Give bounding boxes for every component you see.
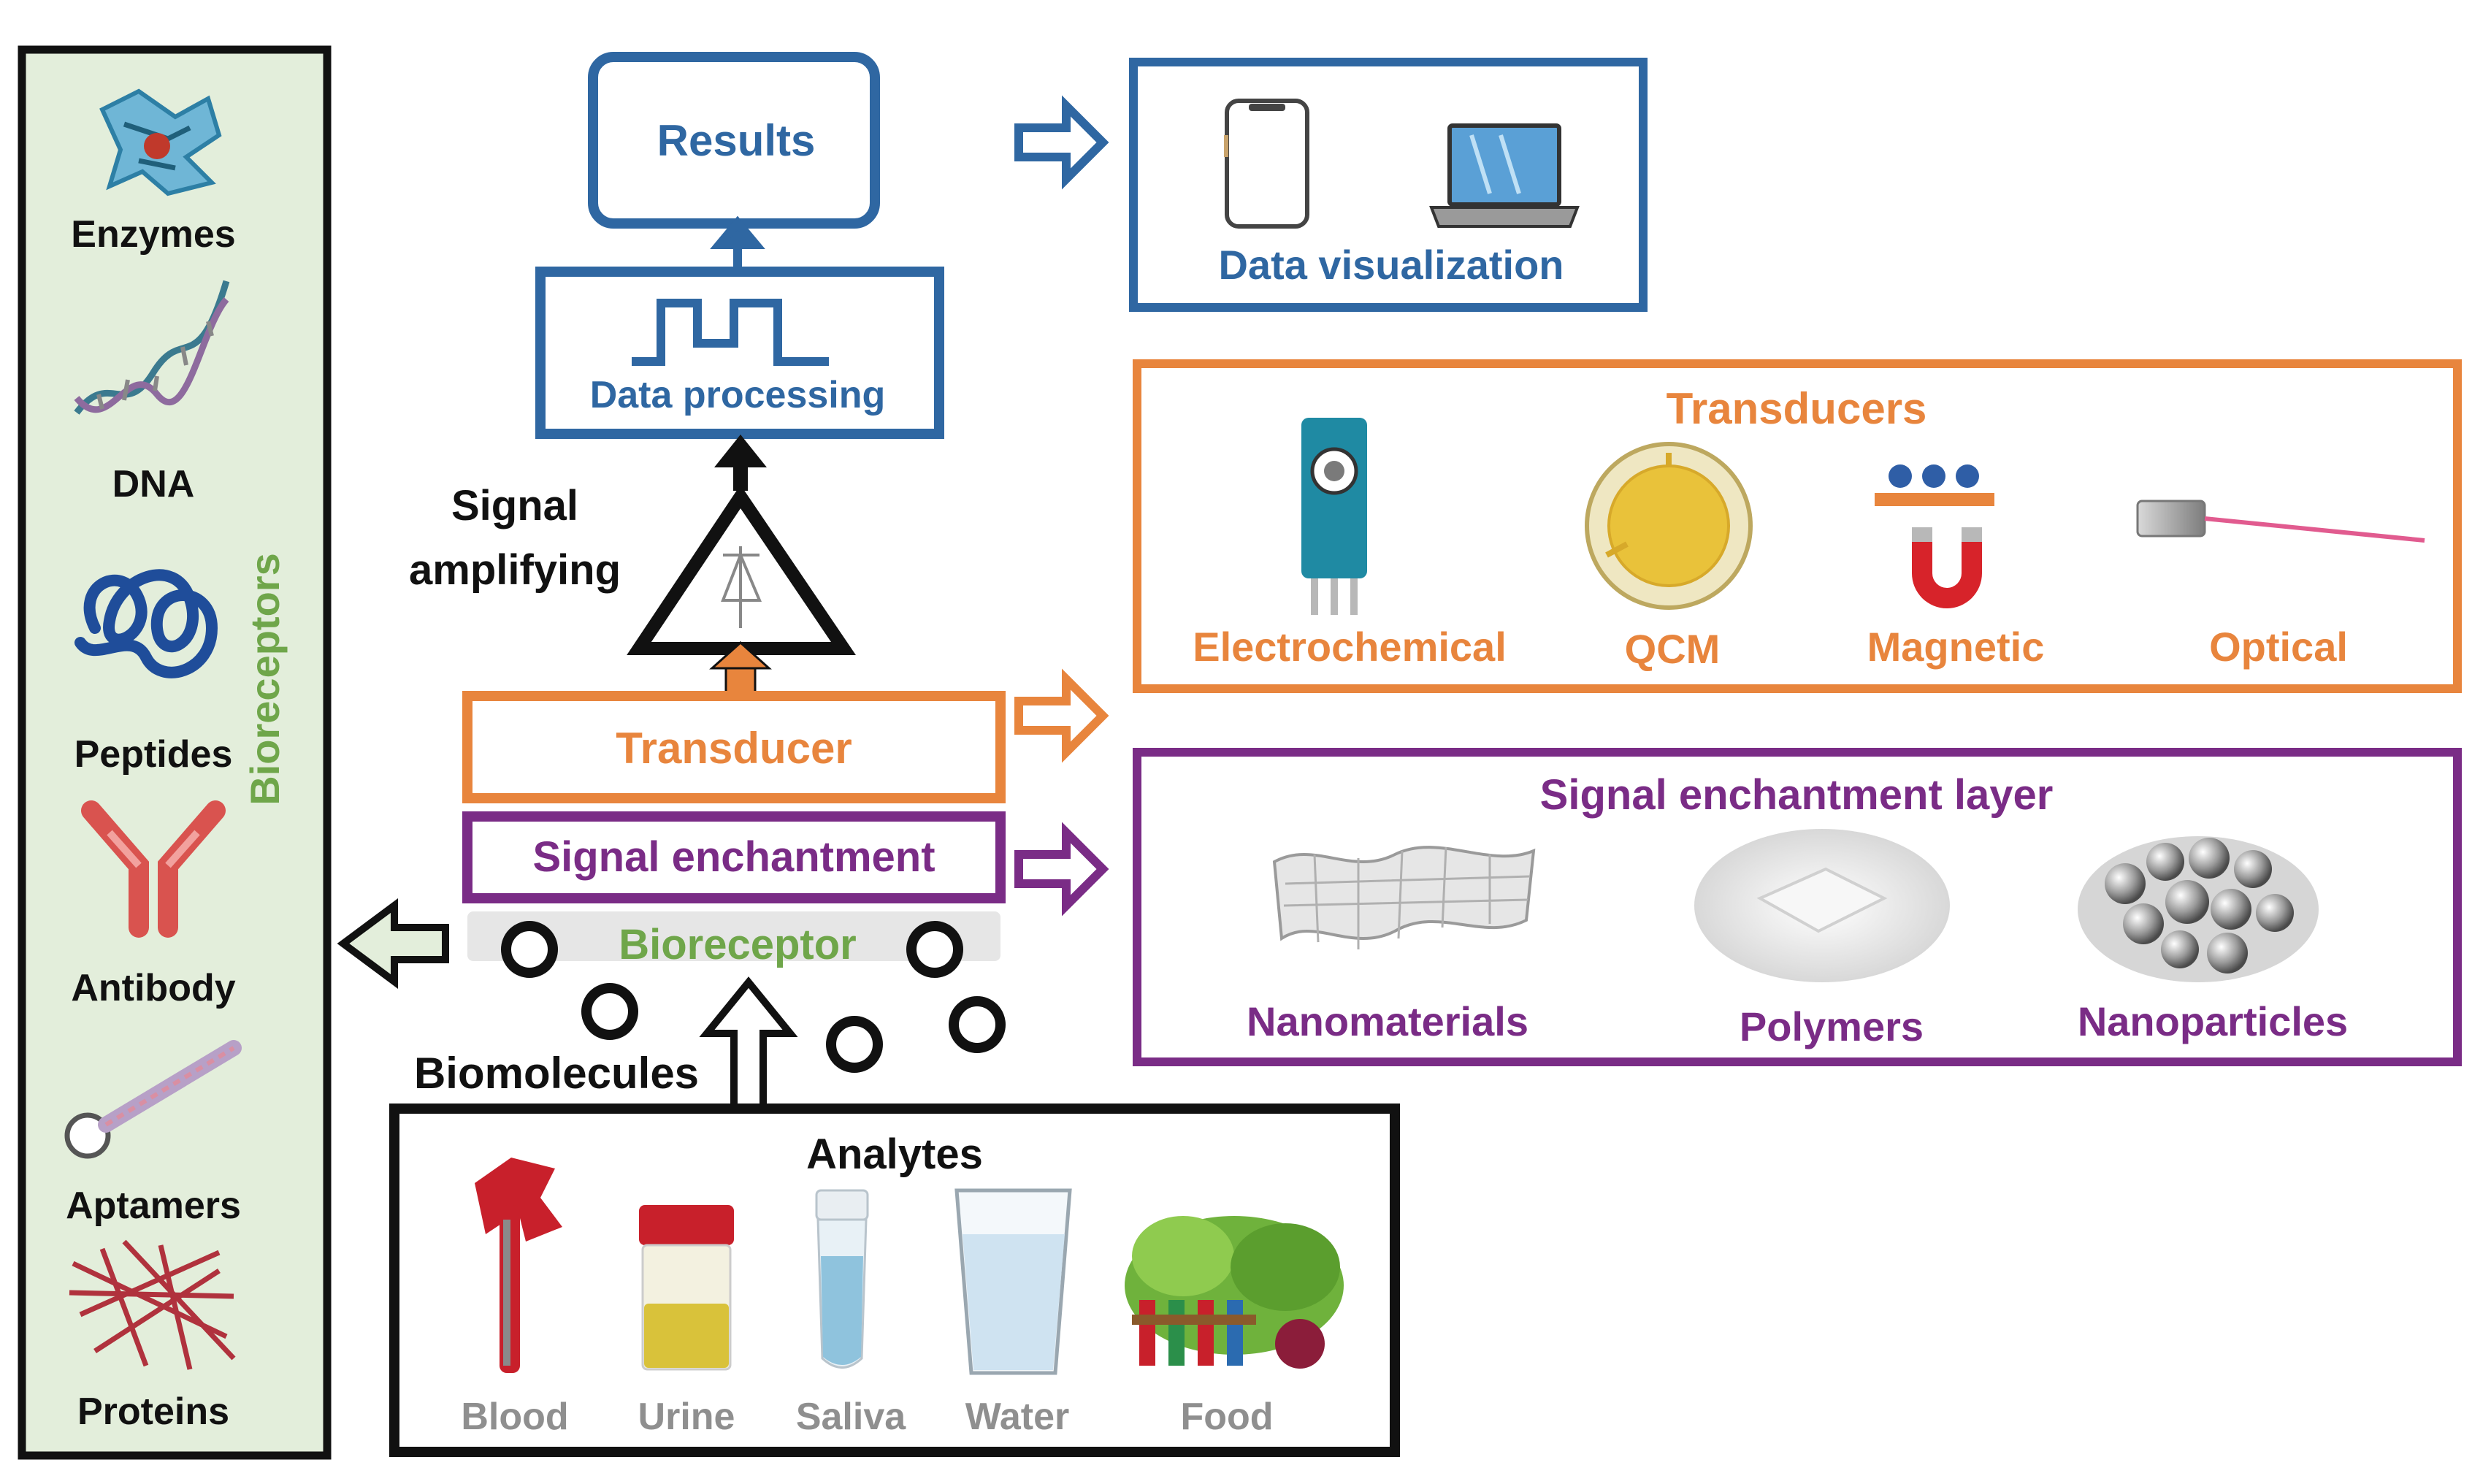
quartz-crystal-icon (1585, 442, 1753, 610)
urine-cup-icon (639, 1205, 734, 1371)
signal-amplifying-label-line1: Signal (451, 482, 578, 529)
saliva-tube-icon (815, 1189, 869, 1369)
data-visualization-title: Data visualization (1218, 242, 1564, 288)
results-label: Results (657, 116, 816, 165)
results-to-visualization-arrow (1014, 95, 1109, 190)
biomolecule-circles (501, 921, 1006, 1073)
bioreceptor-label-aptamers: Aptamers (66, 1185, 241, 1227)
nanoparticles-icon (2078, 836, 2319, 982)
analyte-label-water: Water (965, 1396, 1070, 1438)
bioreceptor-layer-label: Bioreceptor (619, 921, 857, 968)
bioreceptor-label-antibody: Antibody (71, 967, 235, 1009)
bioreceptors-panel: Bioreceptors Enzymes DNA Peptides Antibo… (18, 45, 332, 1460)
transducer-label: Transducer (616, 724, 852, 773)
laser-icon (2136, 500, 2425, 543)
signal-layer-label-nanoparticles: Nanoparticles (2078, 998, 2348, 1044)
biomolecule-circle (906, 921, 963, 978)
signal-enchantment-box: Signal enchantment (462, 811, 1006, 903)
signal-layer-title: Signal enchantment layer (1540, 771, 2054, 819)
processing-to-results-arrow (710, 215, 765, 270)
transducer-arrowhead (709, 640, 772, 670)
bioreceptor-label-dna: DNA (112, 463, 195, 505)
aptamer-icon (64, 1040, 242, 1159)
biomolecule-circle (949, 996, 1006, 1053)
results-box: Results (588, 52, 880, 229)
transducer-label-qcm: QCM (1625, 626, 1721, 672)
enzyme-structure-icon (99, 88, 222, 196)
analyte-label-blood: Blood (461, 1396, 568, 1438)
transducer-label-electrochemical: Electrochemical (1193, 624, 1507, 670)
transducer-to-transducers-arrow (1014, 668, 1109, 763)
transducers-box: Transducers Electrochemical QCM Magnetic (1133, 359, 2462, 693)
signal-layer-label-nanomaterials: Nanomaterials (1247, 998, 1528, 1044)
food-vegetables-icon (1125, 1216, 1344, 1369)
smartphone-icon (1224, 99, 1309, 229)
laptop-icon (1429, 123, 1580, 228)
polymer-icon (1694, 829, 1950, 982)
signal-layer-label-polymers: Polymers (1740, 1003, 1924, 1049)
amplifier-arrowhead (714, 435, 767, 467)
analyte-label-urine: Urine (638, 1396, 735, 1438)
peptide-coil-icon (74, 569, 218, 678)
biomolecule-circle (581, 983, 638, 1040)
bioreceptors-title: Bioreceptors (242, 553, 288, 805)
analytes-title: Analytes (806, 1131, 983, 1178)
bioreceptor-layer: Bioreceptor (467, 911, 1000, 968)
bioreceptor-label-enzymes: Enzymes (71, 213, 235, 256)
analytes-box: Analytes Blood Urine Saliva Water (389, 1104, 1400, 1457)
biomolecule-circle (501, 921, 558, 978)
data-visualization-box: Data visualization (1129, 58, 1648, 312)
nanosheet-icon (1272, 846, 1536, 949)
protein-fibers-icon (69, 1239, 236, 1370)
bioreceptor-label-proteins: Proteins (77, 1391, 229, 1433)
bioreceptor-label-peptides: Peptides (74, 733, 233, 776)
data-processing-label: Data processing (590, 374, 886, 416)
transducers-title: Transducers (1667, 384, 1927, 433)
water-glass-icon (954, 1188, 1072, 1375)
data-processing-box: Data processing (535, 267, 944, 439)
to-bioreceptors-arrow (337, 898, 449, 989)
bioreceptors-panel-border (18, 45, 332, 1460)
analyte-label-saliva: Saliva (796, 1396, 906, 1438)
signal-amplifying-label-line2: amplifying (409, 546, 621, 594)
analyte-label-food: Food (1180, 1396, 1273, 1438)
amplifier-triangle (627, 484, 856, 655)
transducer-label-optical: Optical (2209, 624, 2348, 670)
biomolecule-circle (826, 1016, 883, 1073)
transducer-box: Transducer (462, 691, 1006, 803)
blood-sample-icon (475, 1158, 562, 1373)
biomolecules-label: Biomolecules (414, 1049, 699, 1098)
antibody-icon (81, 800, 226, 938)
transducer-label-magnetic: Magnetic (1867, 624, 2045, 670)
signal-enchantment-label: Signal enchantment (532, 833, 935, 881)
signal-layer-box: Signal enchantment layer Nanomaterials P… (1133, 748, 2462, 1066)
enchantment-to-layer-arrow (1014, 822, 1109, 917)
square-wave-icon (632, 299, 829, 366)
dna-helix-icon (74, 280, 230, 415)
magnet-icon (1875, 464, 1994, 608)
electrode-sensor-icon (1301, 418, 1367, 615)
